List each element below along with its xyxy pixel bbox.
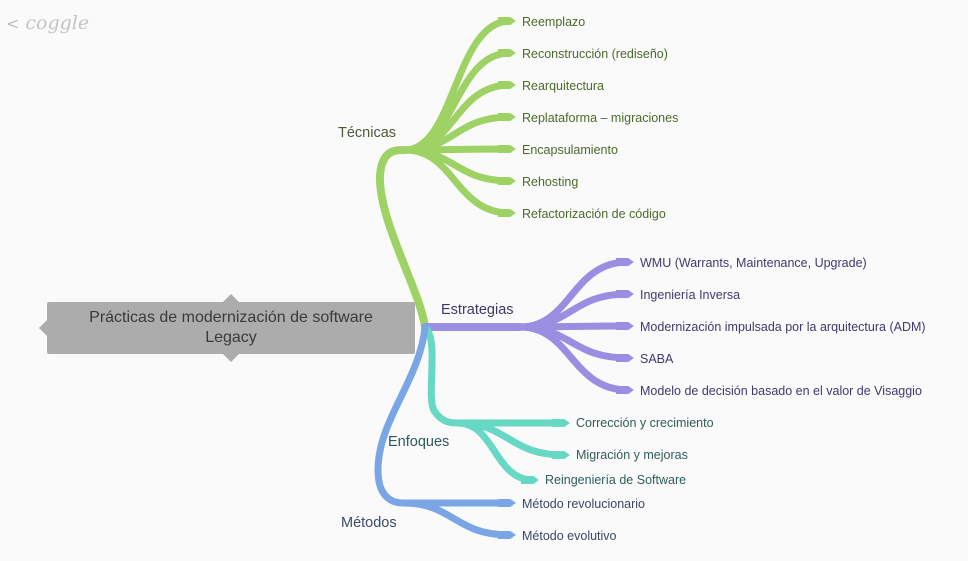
branch-enfoques[interactable]: Enfoques [388, 434, 450, 450]
node-saba[interactable]: SABA [640, 352, 674, 366]
link-estrategias-3-arrow [616, 354, 634, 362]
link-enfoques-2-arrow [521, 476, 539, 484]
link-estrategias-4-arrow [616, 386, 634, 394]
node-reemplazo[interactable]: Reemplazo [522, 15, 586, 29]
link-tecnicas [375, 146, 429, 331]
link-enfoques [421, 323, 462, 427]
root-title: Prácticas de modernización de software L… [89, 309, 373, 346]
add-node-handle-bottom[interactable] [223, 354, 239, 362]
node-migracion[interactable]: Migración y mejoras [576, 448, 688, 462]
link-tecnicas-0-arrow [498, 17, 516, 25]
link-enfoques-0-arrow [552, 419, 570, 427]
node-reconstruccion[interactable]: Reconstrucción (rediseño) [522, 47, 668, 61]
link-estrategias-4 [516, 323, 632, 394]
node-visaggio[interactable]: Modelo de decisión basado en el valor de… [640, 384, 922, 398]
link-tecnicas-4-arrow [498, 145, 516, 153]
add-node-handle-left[interactable] [39, 320, 47, 336]
link-tecnicas-2-arrow [498, 81, 516, 89]
link-tecnicas-6 [401, 146, 514, 217]
node-reingenieria[interactable]: Reingeniería de Software [545, 473, 687, 487]
node-evolutivo[interactable]: Método evolutivo [522, 529, 617, 543]
link-tecnicas-5-arrow [498, 177, 516, 185]
node-refactorizacion[interactable]: Refactorización de código [522, 207, 666, 221]
link-tecnicas-3-arrow [498, 113, 516, 121]
node-rearquitectura[interactable]: Rearquitectura [522, 79, 604, 93]
link-enfoques-1-arrow [552, 451, 570, 459]
node-encapsulamiento[interactable]: Encapsulamiento [522, 143, 618, 157]
chevron-left-icon: < [6, 13, 20, 33]
coggle-home-link[interactable]: < coggle [6, 12, 89, 34]
link-metodos-1-arrow [498, 531, 516, 539]
link-estrategias-1-arrow [616, 290, 634, 298]
node-adm[interactable]: Modernización impulsada por la arquitect… [640, 320, 926, 334]
node-correccion[interactable]: Corrección y crecimiento [576, 416, 714, 430]
link-tecnicas-6-arrow [498, 209, 516, 217]
node-replataforma[interactable]: Replataforma – migraciones [522, 111, 679, 125]
logo-text: coggle [25, 12, 90, 34]
branch-tecnicas[interactable]: Técnicas [338, 125, 397, 141]
root-node[interactable]: Prácticas de modernización de software L… [39, 294, 415, 362]
node-ingenieria-inversa[interactable]: Ingeniería Inversa [640, 288, 741, 302]
link-metodos-1 [399, 499, 514, 539]
link-metodos-0-arrow [498, 499, 516, 507]
branch-metodos[interactable]: Métodos [341, 515, 397, 531]
node-rehosting[interactable]: Rehosting [522, 175, 579, 189]
link-estrategias-2-arrow [616, 322, 634, 330]
node-wmu[interactable]: WMU (Warrants, Maintenance, Upgrade) [640, 256, 867, 270]
link-metodos [374, 323, 429, 507]
branch-estrategias[interactable]: Estrategias [441, 302, 514, 318]
link-tecnicas-1-arrow [498, 49, 516, 57]
node-revolucionario[interactable]: Método revolucionario [522, 497, 645, 511]
add-node-handle-top[interactable] [223, 294, 239, 302]
link-estrategias-0-arrow [616, 258, 634, 266]
